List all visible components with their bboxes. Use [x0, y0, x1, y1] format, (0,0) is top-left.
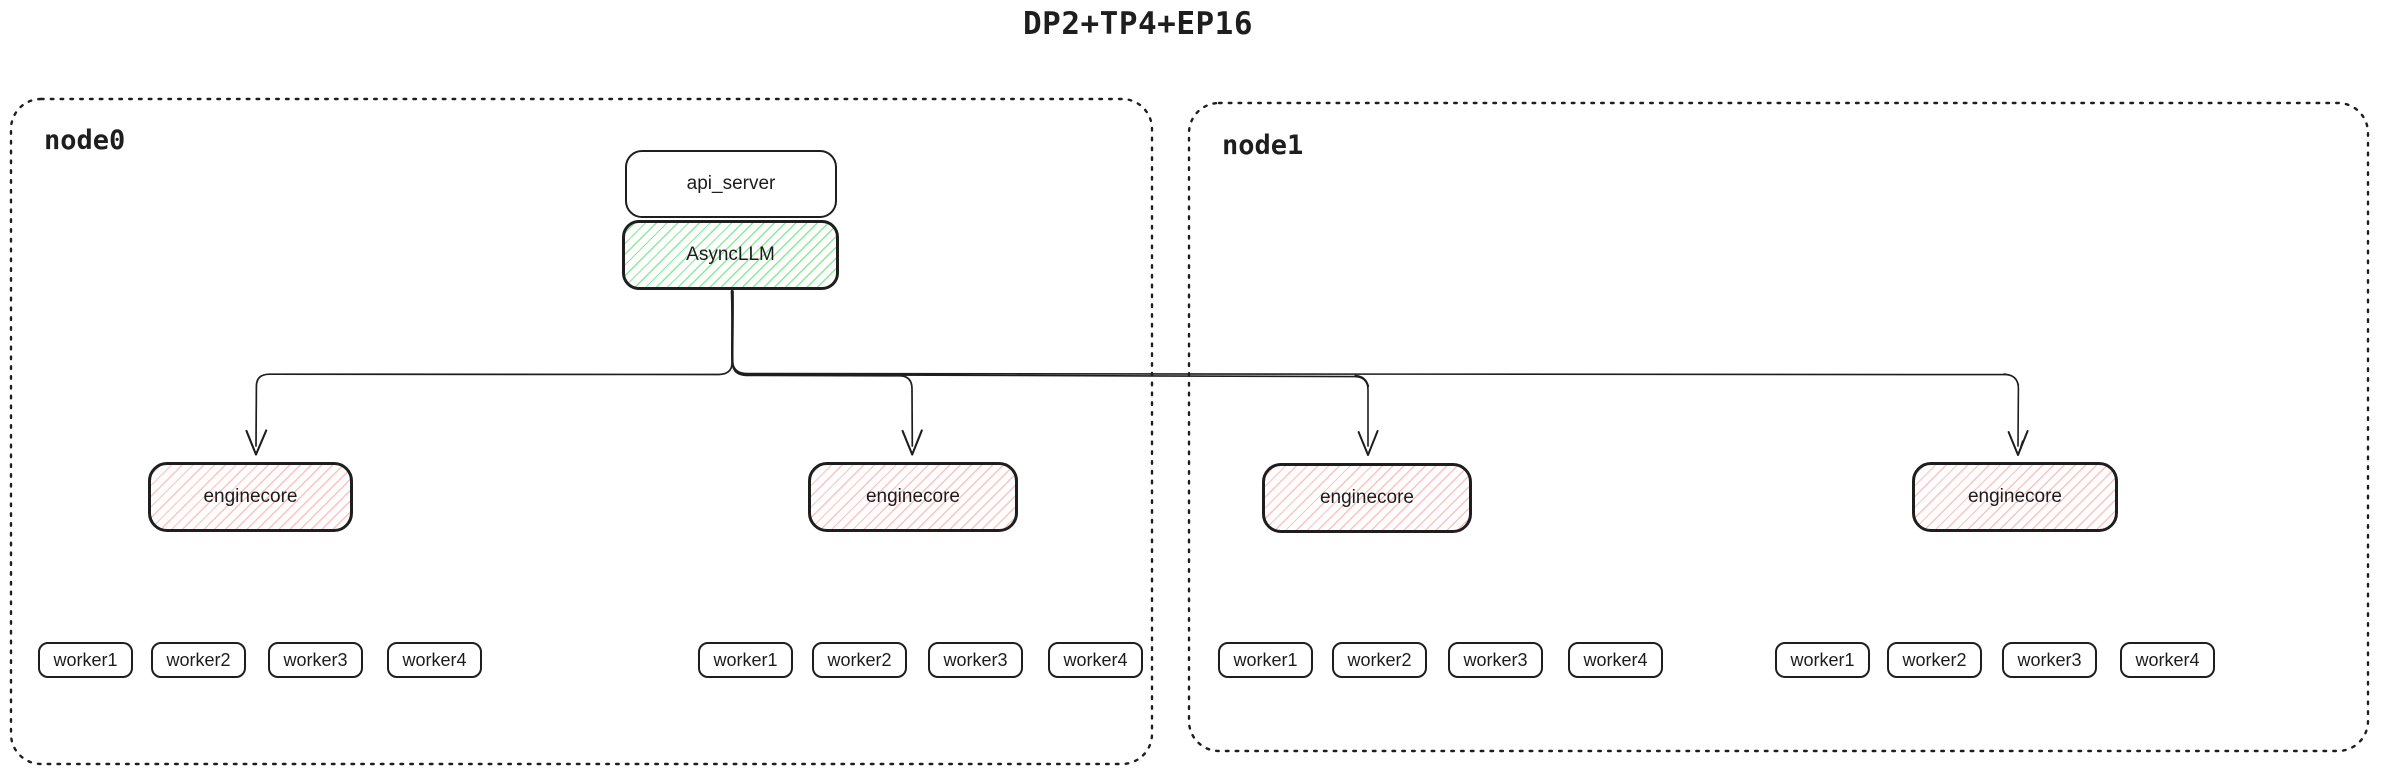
worker-box: worker2 [1887, 642, 1982, 678]
enginecore-box-node1-0: enginecore [1262, 463, 1472, 533]
diagram-title: DP2+TP4+EP16 [1023, 6, 1253, 42]
sketch-hook-enginecore-3 [2003, 373, 2020, 386]
worker-box: worker4 [2120, 642, 2215, 678]
arrowhead-sketch-enginecore-2 [1362, 443, 1369, 456]
worker-box: worker1 [698, 642, 793, 678]
worker-box: worker1 [38, 642, 133, 678]
worker-box: worker3 [2002, 642, 2097, 678]
arrowhead-enginecore-1 [901, 429, 923, 456]
worker-box: worker3 [928, 642, 1023, 678]
worker-box: worker4 [1568, 642, 1663, 678]
asyncllm-box: AsyncLLM [622, 220, 839, 290]
worker-box: worker1 [1218, 642, 1313, 678]
arrow-to-enginecore-0 [255, 290, 733, 447]
node1-container [1187, 101, 2370, 753]
api-server-box: api_server [625, 150, 837, 218]
arrow-to-enginecore-1 [731, 290, 914, 447]
arrow-to-enginecore-3 [731, 290, 2020, 447]
arrowhead-sketch-enginecore-3 [2017, 440, 2024, 456]
worker-box: worker3 [1448, 642, 1543, 678]
worker-box: worker2 [151, 642, 246, 678]
sketch-hook-enginecore-2 [1354, 374, 1370, 387]
worker-box: worker3 [268, 642, 363, 678]
enginecore-box-node0-1: enginecore [808, 462, 1018, 532]
worker-box: worker2 [812, 642, 907, 678]
node0-label: node0 [44, 125, 126, 156]
arrow-to-enginecore-2 [731, 289, 1369, 447]
worker-box: worker1 [1775, 642, 1870, 678]
arrowhead-enginecore-0 [245, 429, 268, 456]
node1-label: node1 [1222, 130, 1304, 161]
worker-box: worker2 [1332, 642, 1427, 678]
worker-box: worker4 [387, 642, 482, 678]
enginecore-box-node1-1: enginecore [1912, 462, 2118, 532]
enginecore-box-node0-0: enginecore [148, 462, 353, 532]
worker-box: worker4 [1048, 642, 1143, 678]
node0-container [9, 97, 1154, 766]
